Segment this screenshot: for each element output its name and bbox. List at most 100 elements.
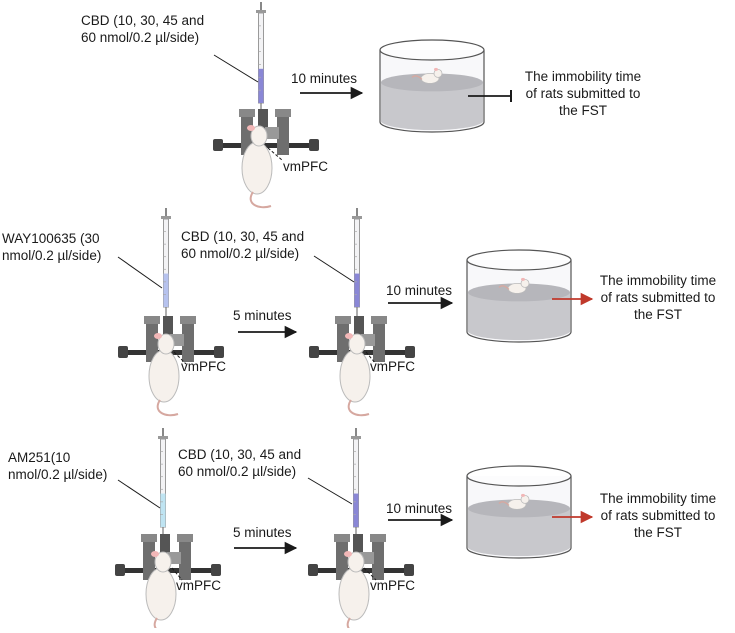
row3-stereotaxic-right bbox=[308, 534, 414, 580]
row1-vmpfc-leader bbox=[267, 147, 283, 161]
clamp-left bbox=[141, 534, 157, 542]
row3-outcome: The immobility time of rats submitted to… bbox=[583, 490, 733, 541]
row1-outcome-line1: The immobility time bbox=[524, 69, 642, 84]
row1-cbd-leader bbox=[213, 54, 259, 83]
ear-bar bbox=[221, 143, 313, 148]
clamp-left bbox=[239, 109, 255, 117]
ear-bar-knob-right bbox=[309, 139, 319, 151]
rat-body bbox=[241, 141, 273, 195]
rat-tail bbox=[156, 399, 179, 417]
beaker-rim bbox=[379, 39, 485, 61]
ear-bar-knob-left bbox=[309, 346, 319, 358]
rat-ear bbox=[344, 551, 352, 557]
row1-fst-beaker bbox=[379, 39, 485, 133]
post-left bbox=[337, 322, 349, 362]
row1-rat bbox=[241, 125, 273, 209]
clamp-left bbox=[334, 534, 350, 542]
row2-region-left: vmPFC bbox=[181, 359, 226, 374]
clamp-left bbox=[335, 316, 351, 324]
row2-stereotaxic-left bbox=[118, 316, 224, 362]
post-right bbox=[277, 115, 289, 155]
post-right bbox=[182, 322, 194, 362]
post-left bbox=[143, 540, 155, 580]
row3-region-right: vmPFC bbox=[370, 578, 415, 593]
row1-outcome-line2: of rats submitted to bbox=[525, 86, 641, 101]
row2-way-leader bbox=[117, 256, 163, 289]
beaker-water bbox=[468, 292, 570, 341]
rat-head bbox=[348, 333, 366, 355]
syringe-cap bbox=[256, 10, 266, 13]
post-right bbox=[179, 540, 191, 580]
row2-pre-drug-line2: nmol/0.2 µl/side) bbox=[2, 248, 102, 263]
beaker-rim bbox=[466, 249, 572, 271]
row3-outcome-line1: The immobility time bbox=[599, 491, 717, 506]
rat-tail bbox=[249, 191, 272, 209]
row3-cbd-label: CBD (10, 30, 45 and 60 nmol/0.2 µl/side) bbox=[178, 446, 301, 480]
beaker-water bbox=[468, 508, 570, 557]
row3-vmpfc-leader-left bbox=[171, 567, 183, 581]
row3-interval-pre: 5 minutes bbox=[233, 525, 292, 540]
rat-ear bbox=[345, 333, 353, 339]
post-center bbox=[353, 534, 363, 564]
row3-vmpfc-leader-right bbox=[363, 567, 377, 581]
clamp-right bbox=[180, 316, 196, 324]
row2-outcome-line3: the FST bbox=[633, 307, 682, 322]
row3-outcome-line2: of rats submitted to bbox=[600, 508, 716, 523]
row3-cbd-leader bbox=[307, 477, 353, 505]
row2-region-right: vmPFC bbox=[370, 359, 415, 374]
row3-pre-drug-line2: nmol/0.2 µl/side) bbox=[8, 467, 108, 482]
syringe-cap bbox=[351, 436, 361, 439]
rat-body bbox=[339, 349, 371, 403]
post-center bbox=[258, 109, 268, 139]
row3-am-syringe bbox=[158, 428, 168, 541]
ear-bar-knob-right bbox=[404, 564, 414, 576]
row2-fst-beaker bbox=[466, 249, 572, 343]
row1-inhibit-arrow bbox=[468, 90, 512, 102]
rat-body bbox=[148, 349, 180, 403]
clamp-right bbox=[370, 534, 386, 542]
ear-bar-knob-right bbox=[211, 564, 221, 576]
syringe-cap bbox=[352, 216, 362, 219]
row2-outcome-line1: The immobility time bbox=[599, 273, 717, 288]
swimming-rat-ear bbox=[521, 277, 525, 281]
swimming-rat-tail bbox=[498, 501, 510, 506]
syringe-fluid bbox=[160, 493, 166, 527]
row2-pre-drug-label: WAY100635 (30 nmol/0.2 µl/side) bbox=[2, 230, 101, 264]
row1-cbd-syringe bbox=[256, 2, 266, 117]
row2-vmpfc-leader-left bbox=[173, 351, 187, 365]
rat-tail bbox=[347, 399, 370, 417]
post-left bbox=[146, 322, 158, 362]
beaker-rim bbox=[466, 465, 572, 487]
row2-pre-drug-line1: WAY100635 (30 bbox=[2, 231, 100, 246]
row3-cbd-label-line1: CBD (10, 30, 45 and bbox=[178, 447, 302, 462]
row1-interval-test: 10 minutes bbox=[291, 71, 358, 86]
rat-body bbox=[338, 567, 370, 621]
rat-body bbox=[145, 567, 177, 621]
ear-bar-knob-left bbox=[213, 139, 223, 151]
ear-bar-knob-left bbox=[115, 564, 125, 576]
swimming-rat-ear bbox=[521, 493, 525, 497]
post-right bbox=[372, 540, 384, 580]
holder bbox=[265, 127, 279, 139]
row3-am-leader bbox=[117, 479, 161, 509]
swimming-rat-tail bbox=[411, 75, 423, 80]
row3-fst-beaker bbox=[466, 465, 572, 559]
row3-cbd-label-line2: 60 nmol/0.2 µl/side) bbox=[178, 464, 297, 479]
row1-cbd-label-line2: 60 nmol/0.2 µl/side) bbox=[81, 30, 200, 45]
clamp-right bbox=[275, 109, 291, 117]
syringe-fluid bbox=[258, 68, 264, 103]
ear-bar-knob-left bbox=[118, 346, 128, 358]
row2-cbd-syringe bbox=[352, 208, 362, 321]
row1-outcome-line3: the FST bbox=[558, 103, 607, 118]
post-center bbox=[160, 534, 170, 564]
row1-region-label: vmPFC bbox=[283, 159, 328, 174]
rat-ear bbox=[151, 551, 159, 557]
row3-cbd-syringe bbox=[351, 428, 361, 541]
post-center bbox=[354, 316, 364, 346]
row1-cbd-label-line1: CBD (10, 30, 45 and bbox=[81, 13, 205, 28]
syringe-fluid bbox=[163, 273, 169, 307]
post-center bbox=[163, 316, 173, 346]
clamp-left bbox=[144, 316, 160, 324]
swimming-rat-ear bbox=[434, 67, 438, 71]
